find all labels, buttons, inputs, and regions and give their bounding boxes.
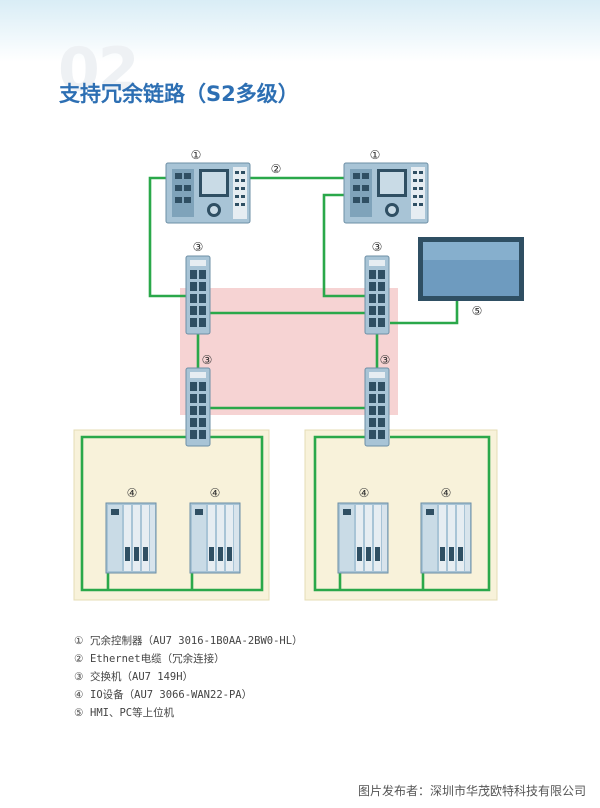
publisher-credit: 图片发布者：深圳市华茂欧特科技有限公司 <box>357 784 586 798</box>
switch-bottom-right <box>364 367 390 447</box>
legend-number: ③ <box>74 671 84 683</box>
io-module-rack-icon <box>105 502 157 574</box>
network-switch-icon <box>185 255 211 335</box>
callout-hmi: ⑤ <box>472 304 483 318</box>
link-controller1-switch1 <box>148 176 186 298</box>
link-switch-hmi <box>390 300 459 325</box>
ethernet-links <box>80 176 491 592</box>
callout-io-3: ④ <box>359 486 370 500</box>
io-device-4 <box>420 502 472 574</box>
legend-number: ② <box>74 653 84 665</box>
hmi-monitor-icon <box>418 237 524 301</box>
network-switch-icon <box>185 367 211 447</box>
legend-text: IO设备（AU7 3066-WAN22-PA） <box>90 689 253 701</box>
callout-switch-3: ③ <box>202 353 213 367</box>
legend-text: HMI、PC等上位机 <box>90 707 175 719</box>
io-module-rack-icon <box>420 502 472 574</box>
callout-switch-1: ③ <box>193 240 204 254</box>
legend-item: ① 冗余控制器（AU7 3016-1B0AA-2BW0-HL） <box>74 632 303 650</box>
legend-number: ⑤ <box>74 707 84 719</box>
legend-number: ① <box>74 635 84 647</box>
redundancy-ring-zone <box>180 288 398 415</box>
network-switch-icon <box>364 367 390 447</box>
callout-io-1: ④ <box>127 486 138 500</box>
redundant-controller-2 <box>343 162 429 224</box>
redundant-controller-icon <box>165 162 251 224</box>
legend: ① 冗余控制器（AU7 3016-1B0AA-2BW0-HL） ② Ethernet… <box>74 632 303 722</box>
legend-item: ④ IO设备（AU7 3066-WAN22-PA） <box>74 686 303 704</box>
redundant-controller-1 <box>165 162 251 224</box>
io-device-3 <box>337 502 389 574</box>
link-controller2-switch2 <box>322 193 365 298</box>
callout-controller-2: ① <box>370 148 381 162</box>
legend-text: 交换机（AU7 149H） <box>90 671 194 683</box>
legend-item: ③ 交换机（AU7 149H） <box>74 668 303 686</box>
redundant-controller-icon <box>343 162 429 224</box>
io-module-rack-icon <box>189 502 241 574</box>
switch-top-left <box>185 255 211 335</box>
callout-cable: ② <box>271 162 282 176</box>
legend-number: ④ <box>74 689 84 701</box>
header-band <box>0 0 600 62</box>
io-device-1 <box>105 502 157 574</box>
legend-text: Ethernet电缆（冗余连接） <box>90 653 225 665</box>
callout-io-2: ④ <box>210 486 221 500</box>
io-device-2 <box>189 502 241 574</box>
section-number: 02 <box>58 35 139 105</box>
switch-bottom-left <box>185 367 211 447</box>
callout-controller-1: ① <box>191 148 202 162</box>
legend-text: 冗余控制器（AU7 3016-1B0AA-2BW0-HL） <box>90 635 303 647</box>
legend-item: ② Ethernet电缆（冗余连接） <box>74 650 303 668</box>
switch-top-right <box>364 255 390 335</box>
io-loop-right <box>313 435 491 592</box>
callout-switch-4: ③ <box>380 353 391 367</box>
legend-item: ⑤ HMI、PC等上位机 <box>74 704 303 722</box>
hmi-monitor <box>418 237 524 301</box>
page-title: 支持冗余链路（S2多级） <box>59 82 299 106</box>
callout-switch-2: ③ <box>372 240 383 254</box>
io-module-rack-icon <box>337 502 389 574</box>
callout-io-4: ④ <box>441 486 452 500</box>
network-switch-icon <box>364 255 390 335</box>
io-loop-left <box>80 435 264 592</box>
